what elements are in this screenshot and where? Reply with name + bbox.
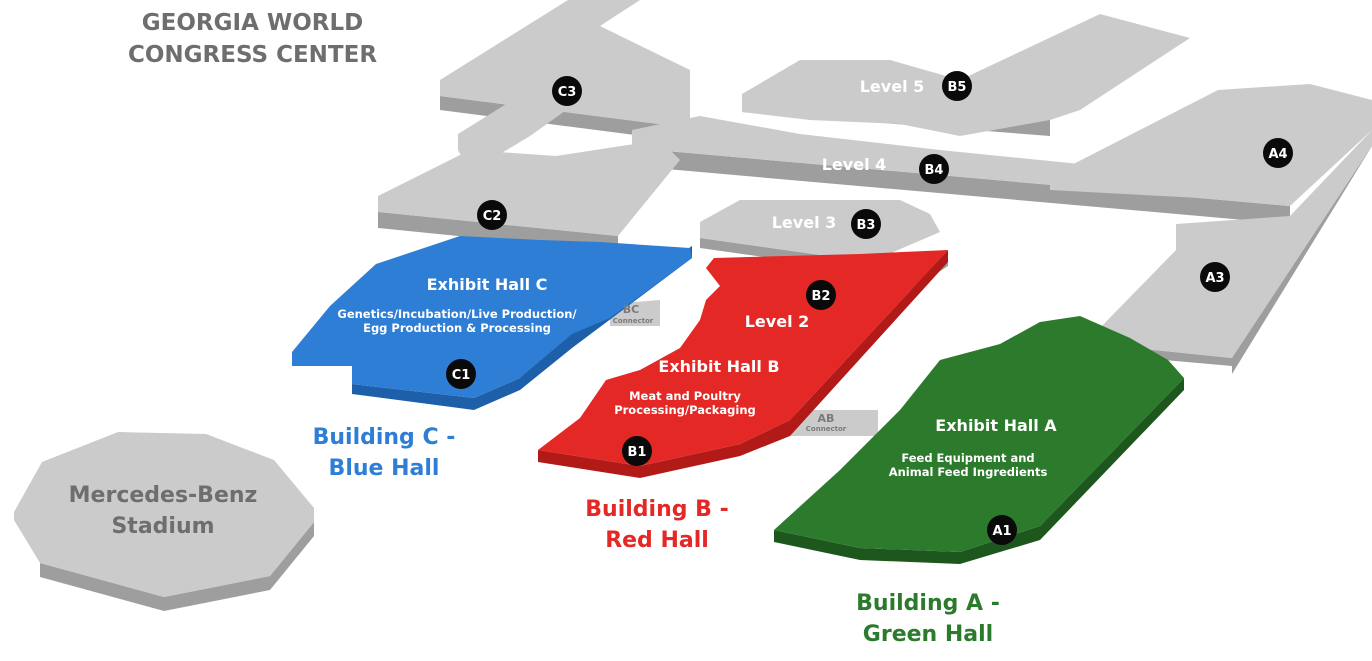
marker-b2[interactable]: B2 xyxy=(806,280,836,310)
building-b-label-line-1: Building B - xyxy=(585,497,729,522)
marker-a3-label: A3 xyxy=(1205,271,1224,286)
building-b-label: Building B - Red Hall xyxy=(572,495,742,557)
marker-a4[interactable]: A4 xyxy=(1263,138,1293,168)
marker-b5-label: B5 xyxy=(948,80,967,95)
marker-c1-label: C1 xyxy=(452,368,471,383)
marker-a4-label: A4 xyxy=(1268,147,1287,162)
hall-c-desc-1: Genetics/Incubation/Live Production/ xyxy=(337,307,577,321)
level-3-pad xyxy=(700,200,940,262)
marker-c2-label: C2 xyxy=(483,209,502,224)
marker-c1[interactable]: C1 xyxy=(446,359,476,389)
marker-b4-label: B4 xyxy=(925,163,944,178)
building-a-label-line-2: Green Hall xyxy=(862,621,994,647)
marker-c3[interactable]: C3 xyxy=(552,76,582,106)
level-5-label: Level 5 xyxy=(860,77,925,96)
stadium-label-line-2: Stadium xyxy=(111,513,215,539)
venue-title-line-1: GEORGIA WORLD xyxy=(141,10,364,36)
venue-title-line-2: CONGRESS CENTER xyxy=(128,41,378,68)
building-a-lower-wing xyxy=(1096,130,1372,358)
hall-c-desc-2: Egg Production & Processing xyxy=(363,321,551,335)
building-a-label-line-1: Building A - xyxy=(856,591,1000,616)
marker-b3[interactable]: B3 xyxy=(851,209,881,239)
building-c-label-line-2: Blue Hall xyxy=(328,455,440,481)
marker-c2[interactable]: C2 xyxy=(477,200,507,230)
marker-a1-label: A1 xyxy=(992,524,1011,539)
marker-b5[interactable]: B5 xyxy=(942,71,972,101)
marker-a3[interactable]: A3 xyxy=(1200,262,1230,292)
building-a-label: Building A - Green Hall xyxy=(842,589,1014,651)
bc-connector-word: Connector xyxy=(613,317,654,325)
hall-b-name: Exhibit Hall B xyxy=(658,357,779,376)
marker-b2-label: B2 xyxy=(812,289,831,304)
building-c-label: Building C - Blue Hall xyxy=(296,423,472,485)
level-4-label: Level 4 xyxy=(822,155,887,174)
marker-b1[interactable]: B1 xyxy=(622,436,652,466)
hall-b-desc-2: Processing/Packaging xyxy=(614,403,756,417)
ab-connector-block xyxy=(790,410,878,436)
building-c-label-line-1: Building C - xyxy=(312,425,456,450)
hall-a-name: Exhibit Hall A xyxy=(935,416,1057,435)
building-c-upper-wing xyxy=(440,0,690,128)
stadium-label-line-1: Mercedes-Benz xyxy=(68,483,258,508)
hall-a[interactable] xyxy=(774,316,1184,564)
marker-b1-label: B1 xyxy=(628,445,647,460)
marker-b3-label: B3 xyxy=(857,218,876,233)
hall-c[interactable] xyxy=(292,236,692,410)
venue-title: GEORGIA WORLD CONGRESS CENTER xyxy=(128,8,377,71)
ab-connector-code: AB xyxy=(818,412,835,425)
building-c-lower-wing xyxy=(378,140,680,236)
hall-a-desc-1: Feed Equipment and xyxy=(901,451,1034,465)
level-2-label: Level 2 xyxy=(745,312,810,331)
hall-b[interactable] xyxy=(538,250,948,478)
building-b-label-line-2: Red Hall xyxy=(605,527,709,553)
marker-b4[interactable]: B4 xyxy=(919,154,949,184)
hall-b-desc-1: Meat and Poultry xyxy=(629,389,741,403)
level-3-label: Level 3 xyxy=(772,213,837,232)
building-a-upper-wing xyxy=(1050,84,1372,206)
stadium-shape xyxy=(14,432,314,597)
hall-c-name: Exhibit Hall C xyxy=(427,275,548,294)
marker-c3-label: C3 xyxy=(558,85,577,100)
ab-connector-word: Connector xyxy=(806,425,847,433)
stadium-label: Mercedes-Benz Stadium xyxy=(56,481,270,543)
upper-right-arm xyxy=(960,14,1190,120)
bc-connector-code: BC xyxy=(623,303,639,316)
hall-a-desc-2: Animal Feed Ingredients xyxy=(889,465,1048,479)
marker-a1[interactable]: A1 xyxy=(987,515,1017,545)
